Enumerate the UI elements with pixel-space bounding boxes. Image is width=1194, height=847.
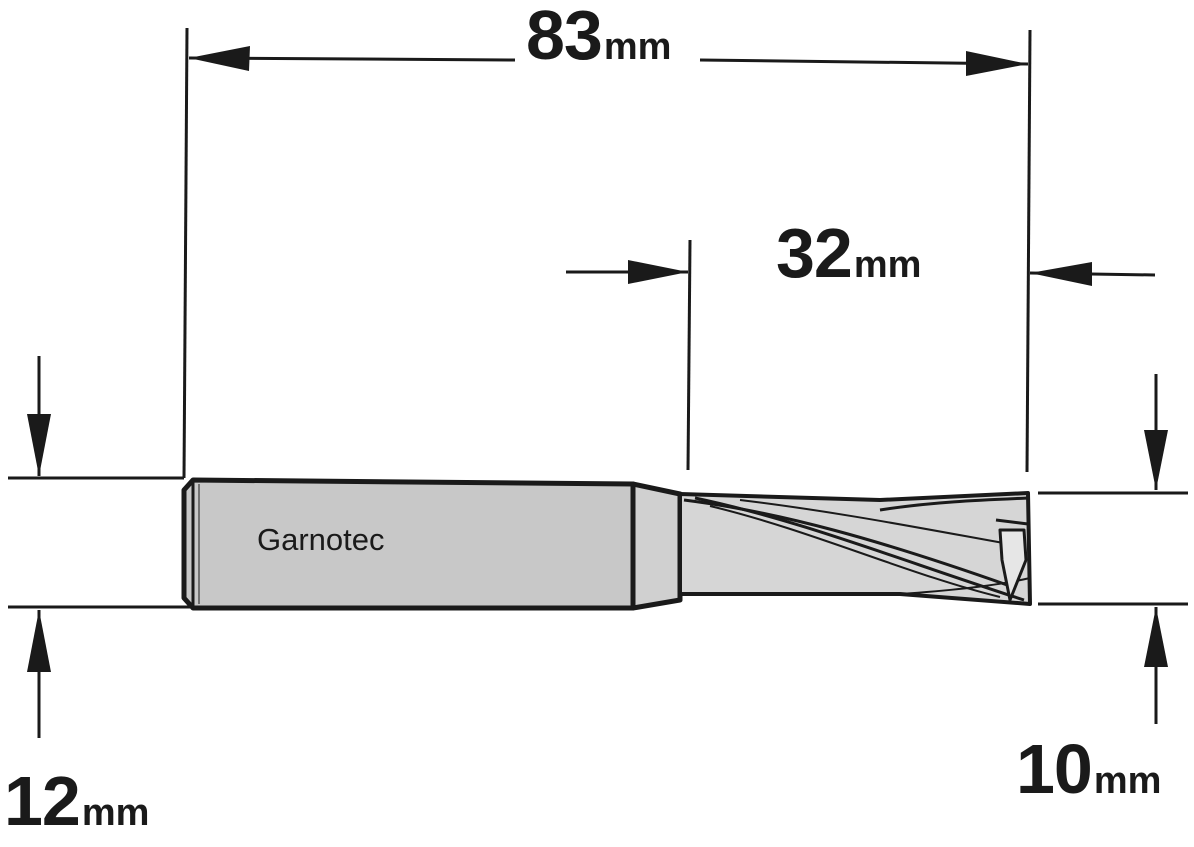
- cut-dia-arrow-bottom: [1144, 607, 1168, 667]
- shank-dia-arrow-top: [27, 414, 51, 476]
- cutting-length-label: 32mm: [770, 218, 928, 288]
- shank-diameter-value: 12: [4, 762, 81, 840]
- flute-tip-cutter: [998, 528, 1028, 602]
- extension-line-tip: [1025, 29, 1032, 473]
- shank-diameter-unit: mm: [81, 792, 150, 834]
- overall-length-arrow-left: [189, 46, 250, 71]
- flute-spiral-2: [694, 496, 1025, 602]
- flute-spiral-5: [879, 496, 1029, 512]
- extension-line-shank-start: [182, 27, 189, 479]
- flute-spiral-6: [899, 577, 1031, 595]
- shank-diameter-label: 12mm: [4, 766, 150, 836]
- cutting-diameter-label: 10mm: [1016, 734, 1162, 804]
- cutting-length-arrow-left: [628, 260, 688, 284]
- shank-collar: [630, 481, 683, 611]
- cutting-length-arrow-right: [1030, 262, 1092, 286]
- overall-length-value: 83: [526, 0, 603, 74]
- overall-length-label: 83mm: [518, 0, 680, 70]
- cutting-length-value: 32: [776, 214, 853, 292]
- flute-tip-edge: [995, 518, 1029, 526]
- flute-spiral-3: [709, 505, 1001, 598]
- extension-line-flute-start: [686, 239, 692, 471]
- cutting-diameter-unit: mm: [1093, 760, 1162, 802]
- shank-brand-label: Garnotec: [257, 522, 385, 557]
- flute-body: [678, 491, 1032, 606]
- cutting-length-unit: mm: [853, 244, 922, 286]
- overall-length-arrow-right: [966, 51, 1028, 76]
- overall-length-unit: mm: [603, 26, 672, 68]
- flute-spiral-4: [739, 499, 1021, 547]
- shank-dia-arrow-bottom: [27, 610, 51, 672]
- cut-dia-arrow-top: [1144, 430, 1168, 490]
- cutting-diameter-value: 10: [1016, 730, 1093, 808]
- shank-body: [181, 477, 636, 611]
